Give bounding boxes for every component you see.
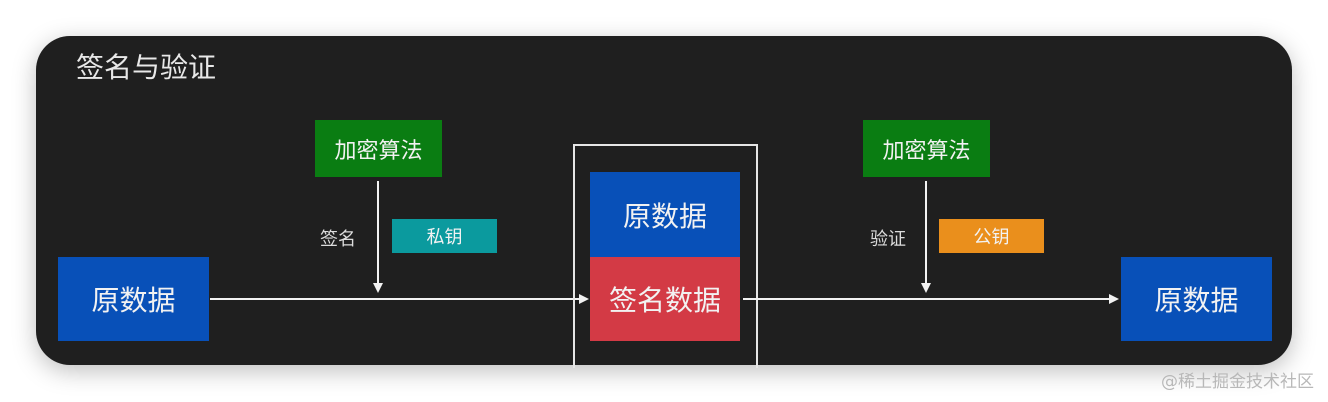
- public-key-box: 公钥: [939, 219, 1044, 253]
- sign-down-line: [377, 181, 379, 283]
- arrow-down-icon: [373, 283, 383, 293]
- bundle-original-data-box: 原数据: [590, 172, 740, 257]
- arrow-right-icon: [1109, 294, 1119, 304]
- private-key-box: 私钥: [392, 219, 497, 253]
- verify-label: 验证: [870, 229, 906, 250]
- watermark: @稀土掘金技术社区: [1161, 372, 1314, 392]
- arrow-down-icon: [921, 283, 931, 293]
- arrow-right-icon: [579, 294, 589, 304]
- result-data-box: 原数据: [1121, 257, 1272, 341]
- diagram-title: 签名与验证: [76, 51, 217, 84]
- sign-label: 签名: [320, 229, 356, 250]
- signed-bundle-frame: [573, 144, 758, 368]
- verify-down-line: [925, 181, 927, 283]
- sign-algorithm-box: 加密算法: [315, 120, 442, 177]
- verify-algorithm-box: 加密算法: [863, 120, 990, 177]
- flow-line-verify: [743, 298, 1110, 300]
- bundle-signature-data-box: 签名数据: [590, 257, 740, 341]
- flow-line-sign: [210, 298, 580, 300]
- source-data-box: 原数据: [58, 257, 209, 341]
